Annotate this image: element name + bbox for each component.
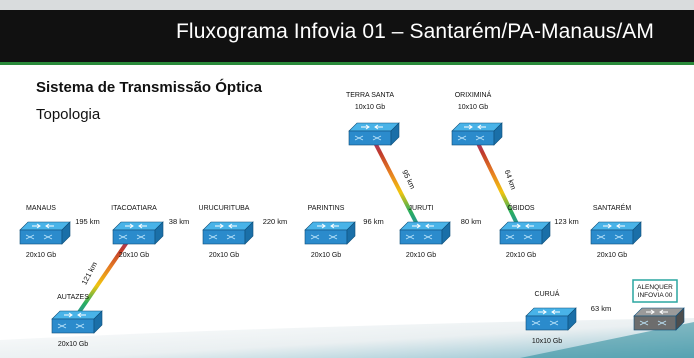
node-name: PARINTINS bbox=[308, 205, 345, 212]
footer-band bbox=[0, 318, 694, 358]
link-distance-label: 123 km bbox=[554, 217, 579, 226]
node-name: MANAUS bbox=[26, 205, 56, 212]
node-name: ITACOATIARA bbox=[111, 205, 157, 212]
node-autazes: AUTAZES 20x10 Gb bbox=[51, 294, 103, 348]
top-strip bbox=[0, 0, 694, 10]
link-distance-label: 95 km bbox=[400, 168, 417, 190]
node-name: SANTARÉM bbox=[593, 203, 632, 212]
router-icon bbox=[304, 221, 356, 245]
node-santarem: SANTARÉM 20x10 Gb bbox=[590, 203, 642, 259]
node-name: AUTAZES bbox=[57, 294, 89, 301]
node-capacity: 10x10 Gb bbox=[458, 104, 488, 111]
link-distance-label: 220 km bbox=[263, 217, 288, 226]
node-parintins: PARINTINS 20x10 Gb bbox=[304, 205, 356, 259]
node-manaus: MANAUS 20x10 Gb bbox=[19, 205, 71, 259]
node-label-box bbox=[632, 279, 678, 303]
link-distance-label: 64 km bbox=[503, 169, 518, 191]
node-capacity: 20x10 Gb bbox=[209, 252, 239, 259]
link-distance-label: 121 km bbox=[80, 260, 99, 286]
node-capacity: 20x10 Gb bbox=[311, 252, 341, 259]
node-name: ÓBIDOS bbox=[507, 203, 535, 212]
node-capacity: 20x10 Gb bbox=[597, 252, 627, 259]
diagram-subtitle: Sistema de Transmissão Óptica bbox=[36, 79, 262, 96]
node-name: URUCURITUBA bbox=[199, 205, 250, 212]
router-icon bbox=[348, 122, 400, 146]
fiber-line bbox=[71, 230, 136, 323]
link-distance-label: 38 km bbox=[169, 217, 189, 226]
fiber-link-itacoatiara-autazes: 121 km bbox=[71, 230, 136, 323]
diagram-section-label: Topologia bbox=[36, 106, 101, 123]
fiber-line bbox=[368, 131, 423, 234]
router-icon bbox=[451, 122, 503, 146]
page-title: Fluxograma Infovia 01 – Santarém/PA-Mana… bbox=[176, 20, 654, 43]
link-distance-label: 80 km bbox=[461, 217, 481, 226]
node-juruti: JURUTI 20x10 Gb bbox=[399, 205, 451, 259]
node-capacity: 10x10 Gb bbox=[355, 104, 385, 111]
node-capacity: 10x10 Gb bbox=[532, 338, 562, 345]
node-capacity: 20x10 Gb bbox=[58, 341, 88, 348]
node-oriximina: ORIXIMINÁ 10x10 Gb bbox=[451, 90, 503, 146]
link-distance-label: 96 km bbox=[363, 217, 383, 226]
node-name: JURUTI bbox=[409, 205, 434, 212]
node-capacity: 20x10 Gb bbox=[26, 252, 56, 259]
node-capacity: 20x10 Gb bbox=[119, 252, 149, 259]
link-distance-label: 63 km bbox=[591, 304, 611, 313]
title-bar bbox=[0, 10, 694, 62]
node-capacity: 20x10 Gb bbox=[506, 252, 536, 259]
router-gray-icon bbox=[633, 307, 685, 331]
node-curua: CURUÁ 10x10 Gb bbox=[525, 289, 577, 345]
node-urucurituba: URUCURITUBA 20x10 Gb bbox=[199, 205, 254, 259]
node-name: TERRA SANTA bbox=[346, 92, 394, 99]
node-obidos: ÓBIDOS 20x10 Gb bbox=[499, 203, 551, 259]
fiber-line bbox=[471, 131, 523, 234]
node-name: CURUÁ bbox=[535, 289, 560, 298]
link-distance-label: 195 km bbox=[75, 217, 100, 226]
node-capacity: 20x10 Gb bbox=[406, 252, 436, 259]
node-itacoatiara: ITACOATIARA 20x10 Gb bbox=[111, 205, 164, 259]
router-icon bbox=[590, 221, 642, 245]
router-icon bbox=[19, 221, 71, 245]
title-accent-line bbox=[0, 62, 694, 65]
router-icon bbox=[202, 221, 254, 245]
router-icon bbox=[399, 221, 451, 245]
node-name: ORIXIMINÁ bbox=[455, 90, 492, 99]
router-icon bbox=[112, 221, 164, 245]
router-icon bbox=[51, 310, 103, 334]
router-icon bbox=[525, 307, 577, 331]
node-terra-santa: TERRA SANTA 10x10 Gb bbox=[346, 92, 400, 146]
router-icon bbox=[499, 221, 551, 245]
